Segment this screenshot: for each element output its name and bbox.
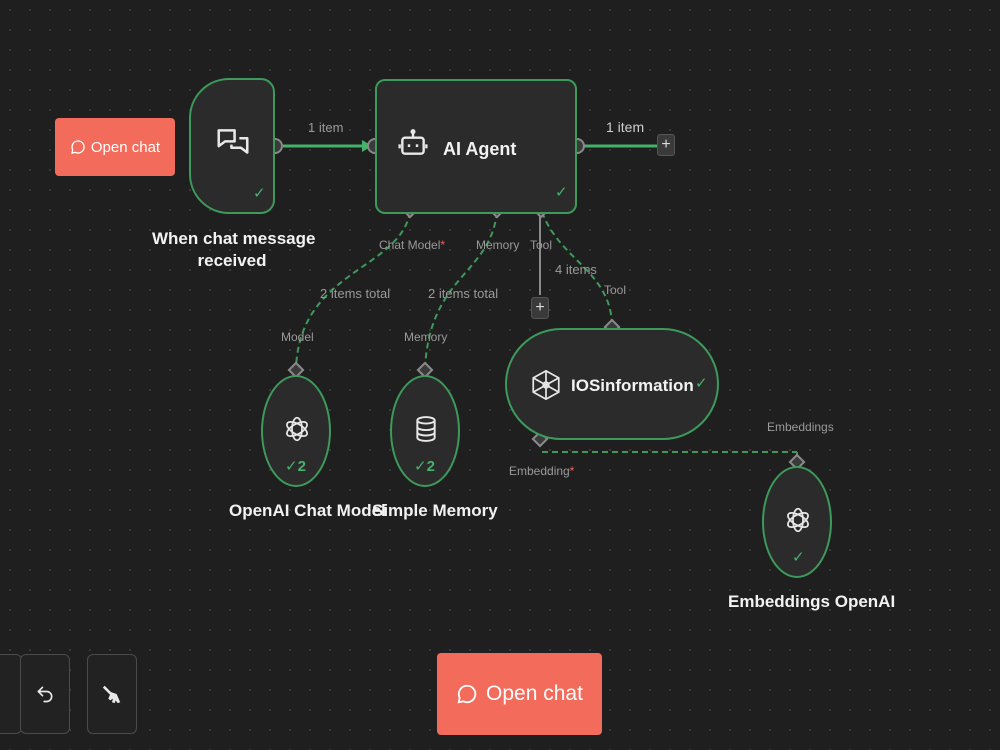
success-check-icon: ✓ bbox=[253, 185, 266, 202]
undo-icon bbox=[37, 686, 53, 703]
port-label-tool: Tool bbox=[530, 238, 553, 252]
database-icon bbox=[409, 412, 443, 446]
simple-memory-node[interactable]: ✓2 bbox=[390, 375, 460, 487]
trigger-node-chat-message[interactable]: ✓ bbox=[189, 78, 275, 214]
success-check-icon: ✓ bbox=[695, 375, 708, 392]
run-count-badge: ✓2 bbox=[285, 458, 306, 475]
chat-messages-icon bbox=[211, 118, 255, 168]
ai-agent-title: AI Agent bbox=[443, 139, 517, 159]
success-check-icon: ✓ bbox=[555, 184, 568, 201]
main-connection-trigger-agent bbox=[283, 140, 372, 152]
memory-connection bbox=[424, 211, 498, 369]
run-count-badge: ✓2 bbox=[414, 458, 435, 475]
openai-chat-model-node[interactable]: ✓2 bbox=[261, 375, 331, 487]
open-chat-button[interactable]: Open chat bbox=[437, 653, 602, 735]
edge-label-tool: 4 items bbox=[555, 262, 597, 277]
undo-button[interactable] bbox=[20, 654, 70, 734]
memory-output-port[interactable] bbox=[416, 361, 434, 379]
port-label-model: Model bbox=[281, 330, 314, 344]
simple-memory-title: Simple Memory bbox=[372, 501, 498, 520]
port-label-tool-node: Tool bbox=[604, 283, 627, 297]
vector-store-icon bbox=[527, 366, 565, 404]
add-node-after-agent-button[interactable]: + bbox=[657, 134, 675, 156]
openai-icon bbox=[280, 412, 314, 446]
openai-icon bbox=[781, 503, 815, 537]
embeddings-openai-node[interactable]: ✓ bbox=[762, 466, 832, 578]
robot-icon bbox=[395, 125, 431, 161]
chat-bubble-icon bbox=[71, 140, 85, 154]
trigger-node-title: When chat message received bbox=[152, 229, 316, 270]
broom-icon bbox=[102, 685, 121, 704]
ai-agent-node[interactable]: AI Agent ✓ bbox=[375, 79, 577, 214]
model-connection bbox=[295, 211, 411, 369]
edge-label-trigger-agent: 1 item bbox=[308, 120, 344, 135]
success-check-icon: ✓ bbox=[792, 549, 805, 566]
openai-chat-model-title: OpenAI Chat Model bbox=[229, 501, 386, 520]
port-label-chat-model: Chat Model* bbox=[379, 238, 446, 252]
edge-label-model: 2 items total bbox=[320, 286, 391, 301]
edge-label-agent-out: 1 item bbox=[606, 119, 645, 135]
port-label-embedding: Embedding* bbox=[509, 464, 575, 478]
port-label-memory-node: Memory bbox=[404, 330, 448, 344]
embeddings-openai-title: Embeddings OpenAI bbox=[728, 592, 896, 611]
open-chat-label: Open chat bbox=[90, 138, 161, 156]
iosinformation-tool-node[interactable]: IOSinformation ✓ bbox=[505, 328, 719, 440]
port-label-memory: Memory bbox=[476, 238, 520, 252]
tidy-up-button[interactable] bbox=[87, 654, 137, 734]
open-chat-button-small[interactable]: Open chat bbox=[55, 118, 175, 176]
edge-label-memory: 2 items total bbox=[428, 286, 499, 301]
open-chat-label: Open chat bbox=[486, 682, 583, 705]
chat-bubble-icon bbox=[457, 684, 477, 704]
port-label-embeddings: Embeddings bbox=[767, 420, 834, 434]
embeddings-output-port[interactable] bbox=[788, 453, 806, 471]
iosinformation-title: IOSinformation bbox=[571, 376, 694, 395]
toolbar-button-partial[interactable] bbox=[0, 654, 22, 734]
model-output-port[interactable] bbox=[287, 361, 305, 379]
add-tool-button[interactable]: + bbox=[531, 297, 549, 319]
